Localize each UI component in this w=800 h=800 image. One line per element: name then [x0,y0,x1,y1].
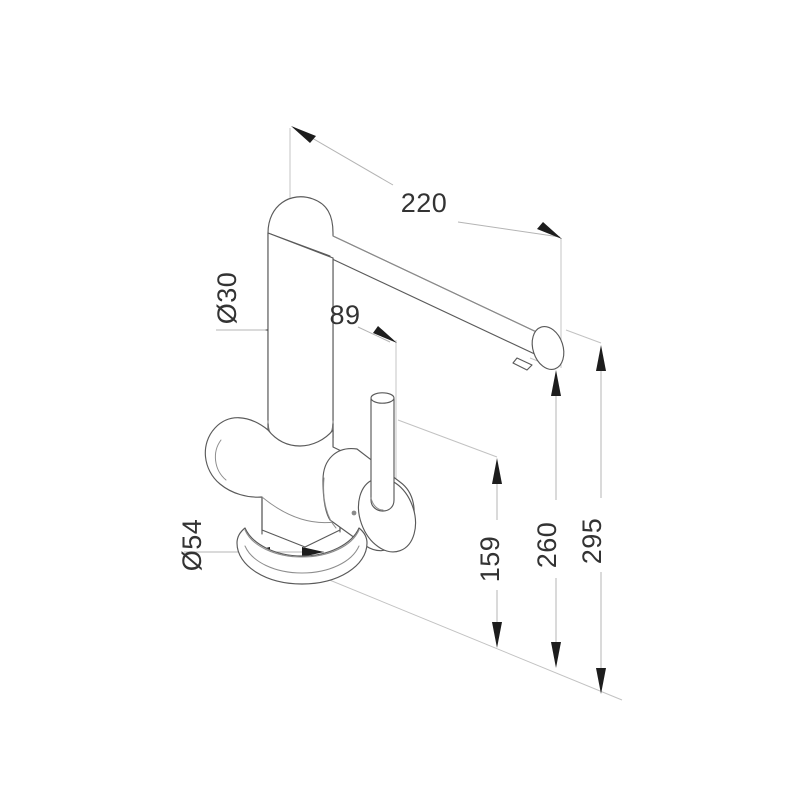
aerator-notch [512,357,533,371]
handle-lever [370,392,395,512]
base-escutcheon-inner-rim [244,545,360,574]
arrow-260-top [551,370,561,396]
faucet-body-shell [204,417,361,548]
dimension-label-220: 220 [401,188,448,218]
faucet-body-shoulder-curve [214,439,227,481]
ext-line-baseline-datum [309,571,623,701]
riser-tube [267,232,334,457]
dimension-159 [397,419,502,648]
dimension-label-89: 89 [329,300,360,330]
riser-tube-body [267,232,334,453]
dim-line-220-b [457,221,561,238]
dim-line-89-b [357,326,391,343]
handle-lever-shaft [370,398,395,512]
arrow-220-right [537,222,562,239]
dimension-label-d30: Ø30 [212,272,242,325]
arrow-295-top [596,345,606,371]
dimension-labels: 220 Ø30 89 Ø54 159 260 295 [177,188,607,582]
arrow-159-bottom [492,622,502,648]
aerator-outlet [512,325,565,371]
arrow-89-lower [373,326,397,343]
arrow-260-bottom [551,642,561,668]
base-escutcheon [236,527,368,585]
handle-lever-top-cap [370,392,395,404]
arrow-d54-right [302,547,324,557]
dimension-label-295: 295 [577,518,607,565]
arrow-159-top [492,458,502,484]
handle-lever-bottom-shade [370,497,384,511]
arrow-220-left [291,126,316,143]
dimension-label-260: 260 [532,522,562,569]
dimension-label-d54: Ø54 [177,519,207,572]
dimension-295 [565,329,606,694]
spout-arm-edge-upper [332,235,546,337]
arrow-295-bottom [596,668,606,694]
ext-line-159-top [397,419,498,458]
dimension-label-159: 159 [475,536,505,583]
faucet-geometry [204,196,565,585]
valve-body-rear-arc [323,477,337,529]
aerator-outlet-ellipse [531,325,565,371]
set-screw-icon [351,510,357,516]
base-escutcheon-ring [236,527,368,585]
ext-line-295-top [565,329,602,344]
base-escutcheon-top-seat [244,529,360,558]
